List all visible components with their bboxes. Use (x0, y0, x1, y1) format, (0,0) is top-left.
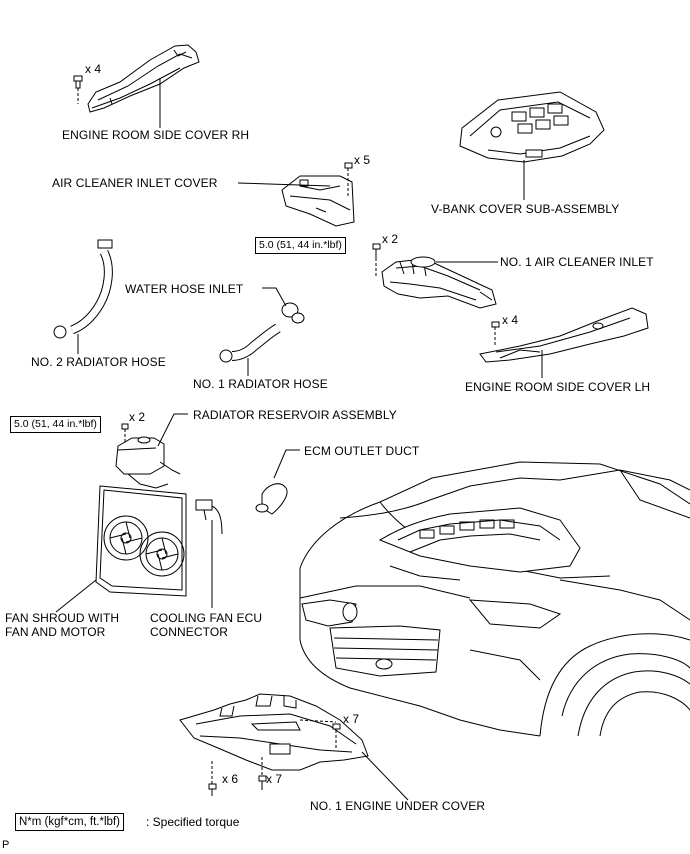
reservoir-bolt (121, 423, 129, 444)
label-ecm-outlet-duct: ECM OUTLET DUCT (304, 444, 420, 458)
engine-room-side-cover-rh (87, 44, 200, 113)
label-cooling-fan-ecu-line2: CONNECTOR (150, 625, 229, 639)
label-v-bank-cover-sub-assembly: V-BANK COVER SUB-ASSEMBLY (431, 202, 620, 216)
inlet-cover-bolt (344, 162, 353, 196)
inlet-cover-leader (237, 182, 331, 187)
lh-bolt-quantity: x 4 (502, 313, 519, 327)
rh-bolt-quantity: x 4 (85, 62, 102, 76)
air-cleaner-bolt-quantity: x 2 (382, 232, 399, 246)
under-cover-bolt-quantity-right: x 7 (343, 712, 360, 726)
v-bank-cover-sub-assembly (459, 91, 605, 163)
rh-bolt (73, 75, 83, 104)
ecm-leader (273, 449, 300, 479)
label-air-cleaner-inlet-cover: AIR CLEANER INLET COVER (52, 176, 218, 190)
under-cover-bolt-quantity-mid: x 7 (266, 772, 283, 786)
label-engine-room-side-cover-rh: ENGINE ROOM SIDE COVER RH (62, 128, 250, 142)
no1-engine-under-cover (179, 693, 369, 771)
legend-torque-unit-box: N*m (kgf*cm, ft.*lbf) (15, 813, 124, 831)
reservoir-leader (157, 413, 188, 447)
cooling-fan-ecu-connector (195, 499, 223, 535)
label-no2-radiator-hose: NO. 2 RADIATOR HOSE (31, 355, 166, 369)
no2-radiator-hose (53, 239, 113, 339)
reservoir-bolt-quantity: x 2 (129, 410, 146, 424)
label-no1-engine-under-cover: NO. 1 ENGINE UNDER COVER (310, 799, 486, 813)
label-engine-room-side-cover-lh: ENGINE ROOM SIDE COVER LH (465, 380, 651, 394)
label-water-hose-inlet: WATER HOSE INLET (125, 282, 244, 296)
air-cleaner-inlet-cover (281, 175, 355, 227)
water-hose-leader (262, 287, 287, 307)
label-fan-shroud-line1: FAN SHROUD WITH (5, 611, 120, 625)
radiator-reservoir-assembly (115, 436, 181, 489)
engine-room-side-cover-lh (479, 307, 649, 363)
no1-air-cleaner-inlet (381, 256, 497, 309)
label-fan-shroud-line2: FAN AND MOTOR (5, 625, 106, 639)
label-cooling-fan-ecu-line1: COOLING FAN ECU (150, 611, 263, 625)
fan-shroud-leader (55, 579, 97, 613)
torque-spec-reservoir: 5.0 (51, 44 in.*lbf) (10, 416, 101, 433)
label-no1-radiator-hose: NO. 1 RADIATOR HOSE (193, 377, 328, 391)
torque-spec-air-cleaner: 5.0 (51, 44 in.*lbf) (255, 237, 346, 254)
fan-shroud-with-fan-and-motor (95, 485, 187, 597)
air-cleaner-bolt (372, 243, 381, 276)
water-hose-inlet (281, 302, 305, 324)
under-cover-bolt-quantity-left: x 6 (222, 772, 239, 786)
under-cover-bolts (208, 719, 341, 796)
label-radiator-reservoir-assembly: RADIATOR RESERVOIR ASSEMBLY (193, 408, 397, 422)
no1-radiator-hose (219, 323, 281, 363)
figure-reference-code: P (2, 839, 10, 851)
lh-bolt (491, 321, 500, 346)
label-no1-air-cleaner-inlet: NO. 1 AIR CLEANER INLET (500, 255, 654, 269)
under-cover-leader (361, 751, 409, 801)
inlet-cover-bolt-quantity: x 5 (354, 153, 371, 167)
vehicle-front-view (299, 461, 690, 737)
ecm-outlet-duct (255, 483, 288, 515)
legend-specified-torque: : Specified torque (146, 815, 240, 829)
